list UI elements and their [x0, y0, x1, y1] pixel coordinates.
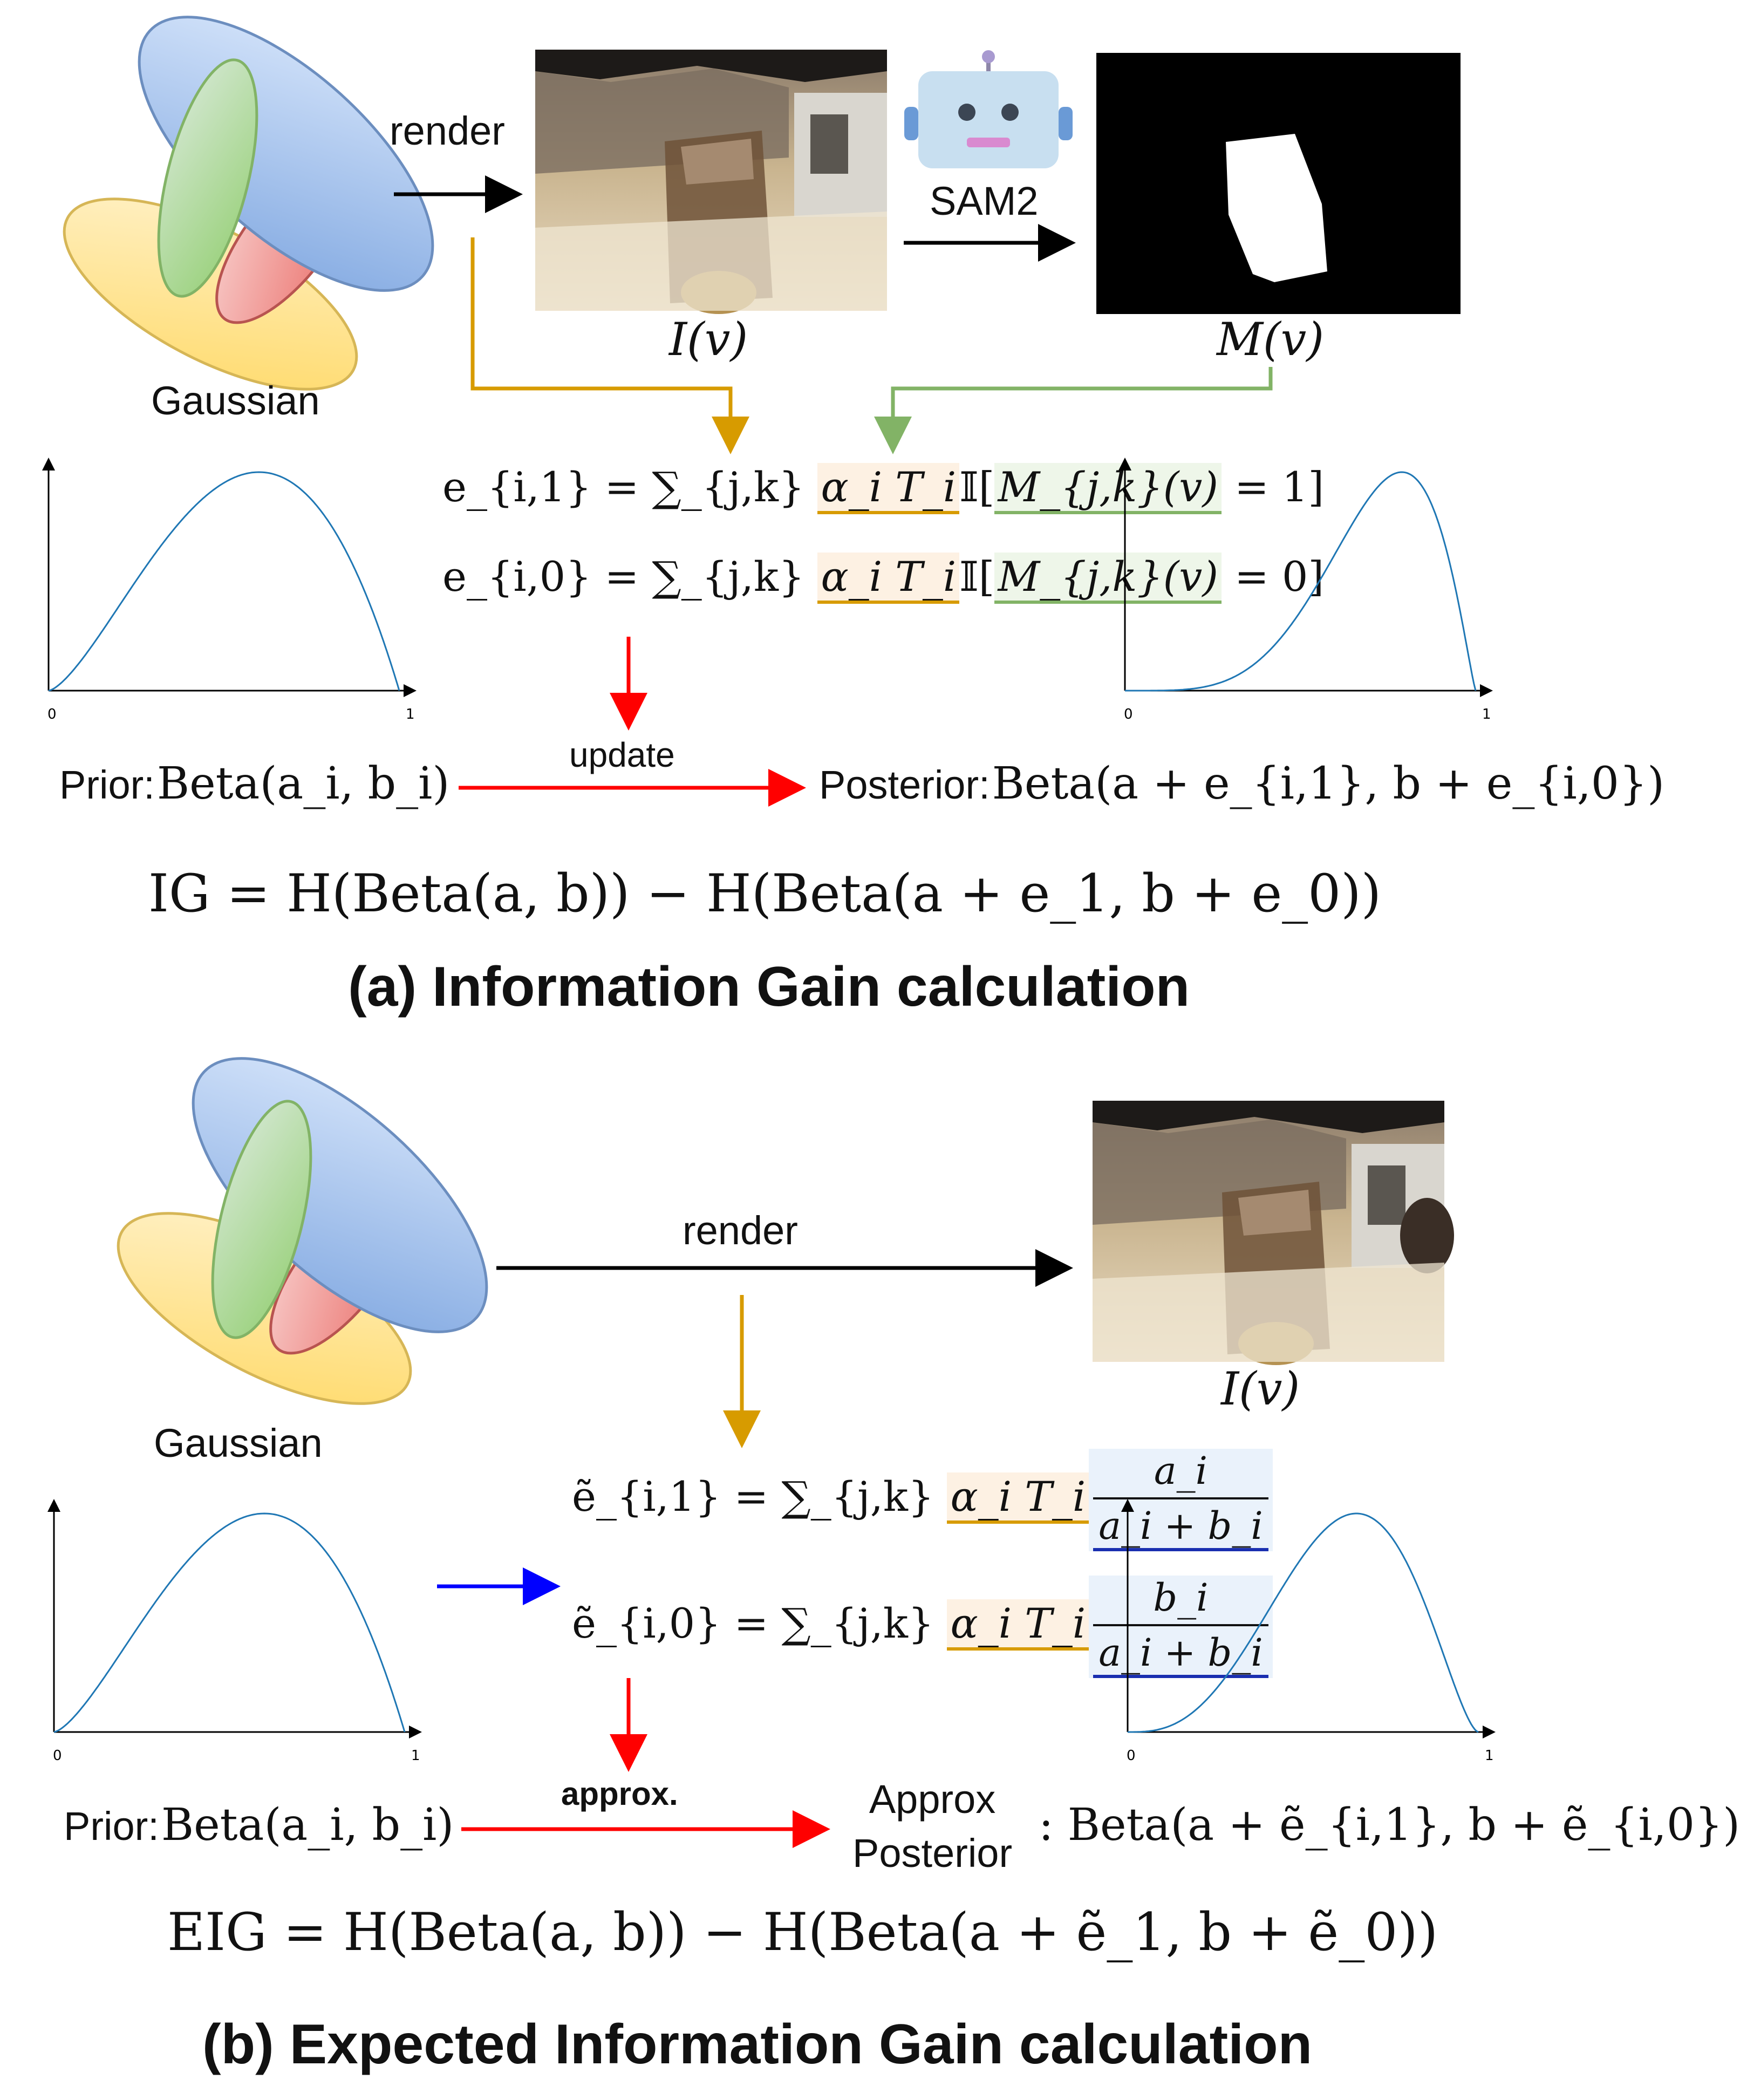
prior-label: Prior: [59, 762, 155, 807]
eq-rest: = 0] [1234, 553, 1324, 601]
sam-arrow [904, 224, 1076, 262]
eq-lhs: e_{i,1} = [442, 463, 639, 511]
eq-lhs: ẽ_{i,1} = [572, 1472, 769, 1521]
posterior-a: Posterior: Beta(a + e_{i,1}, b + e_{i,0}… [819, 758, 1664, 809]
tick-0: 0 [1127, 1748, 1136, 1764]
render-arrow-b [496, 1249, 1073, 1287]
eq-weight: α_i T_i [947, 1599, 1089, 1651]
prior-curve-a [48, 471, 400, 692]
tick-0: 0 [47, 706, 57, 722]
prior-expr: Beta(a_i, b_i) [161, 1799, 454, 1851]
image-label-b: I(v) [1221, 1362, 1300, 1415]
approx-posterior-expr: : Beta(a + ẽ_{i,1}, b + ẽ_{i,0}) [1039, 1799, 1740, 1851]
posterior-curve-b [1128, 1512, 1479, 1733]
caption-b: (b) Expected Information Gain calculatio… [202, 2013, 1313, 2076]
equation-e1-a: e_{i,1} = ∑_{j,k} α_i T_i𝕀[M_{j,k}(v) = … [442, 463, 1324, 514]
posterior-plot-b: 0 1 [1121, 1499, 1496, 1764]
gaussian-label-a: Gaussian [151, 378, 320, 423]
eq-denominator: a_i + b_i [1093, 1626, 1268, 1678]
eq-numerator: a_i [1093, 1449, 1268, 1499]
routing-arrows-a [470, 237, 1273, 454]
eq-lhs: ẽ_{i,0} = [572, 1599, 769, 1647]
tick-0: 0 [1124, 706, 1133, 722]
approx-posterior-label: Approx Posterior [852, 1772, 1012, 1880]
mask-label: M(v) [1217, 313, 1325, 366]
update-label: update [569, 735, 675, 774]
prior-b: Prior: Beta(a_i, b_i) [64, 1799, 454, 1851]
posterior-expr: Beta(a + e_{i,1}, b + e_{i,0}) [992, 758, 1665, 809]
prior-a: Prior: Beta(a_i, b_i) [59, 758, 449, 809]
blue-arrow [437, 1567, 561, 1605]
eq-lhs: e_{i,0} = [442, 553, 639, 601]
image-label-a: I(v) [669, 313, 748, 366]
eq-indicator: 𝕀[ [959, 553, 995, 601]
render-arrow-a [394, 175, 523, 213]
render-label-b: render [683, 1208, 798, 1253]
approx-posterior-line2: Posterior [852, 1831, 1013, 1876]
eq-numerator: b_i [1093, 1576, 1268, 1626]
eq-sum: ∑_{j,k} [781, 1599, 934, 1647]
mask-image [1096, 53, 1461, 314]
eq-weight: α_i T_i [947, 1472, 1089, 1524]
tick-1: 1 [411, 1748, 420, 1764]
prior-label: Prior: [64, 1804, 159, 1849]
eq-mask-term: M_{j,k}(v) [994, 553, 1222, 604]
ig-formula: IG = H(Beta(a, b)) − H(Beta(a + e_1, b +… [148, 863, 1382, 924]
gaussian-label-b: Gaussian [154, 1421, 323, 1465]
approx-arrow [461, 1810, 830, 1848]
red-down-arrow-a [610, 637, 647, 731]
prior-curve-b [53, 1512, 406, 1733]
tick-1: 1 [1482, 706, 1491, 722]
green-arrow-a [874, 367, 1273, 454]
prior-expr: Beta(a_i, b_i) [156, 758, 450, 809]
gaussian-illustration-b [117, 1057, 488, 1405]
posterior-plot-a: 0 1 [1118, 458, 1493, 722]
robot-icon [904, 50, 1073, 168]
render-label-a: render [390, 108, 505, 153]
sam-label: SAM2 [930, 179, 1039, 223]
red-down-arrow-b [610, 1678, 647, 1772]
gaussian-illustration-a [63, 16, 434, 391]
eq-mask-term: M_{j,k}(v) [994, 463, 1222, 514]
eq-weight: α_i T_i [817, 553, 960, 604]
eq-sum: ∑_{j,k} [781, 1472, 934, 1521]
rendered-image-b [1093, 1101, 1454, 1365]
update-arrow [459, 769, 806, 807]
orange-arrow-a [470, 237, 749, 454]
eig-formula: EIG = H(Beta(a, b)) − H(Beta(a + ẽ_1, b … [167, 1902, 1438, 1962]
eq-rest: = 1] [1234, 463, 1324, 511]
tick-0: 0 [53, 1748, 62, 1764]
green-gaussian [157, 58, 258, 298]
eq-sum: ∑_{j,k} [652, 463, 805, 511]
posterior-curve-a [1125, 471, 1477, 692]
approx-label: approx. [561, 1776, 678, 1812]
posterior-label: Posterior: [819, 762, 990, 807]
eq-sum: ∑_{j,k} [652, 553, 805, 601]
tick-1: 1 [406, 706, 415, 722]
approx-posterior-line1: Approx [869, 1777, 996, 1822]
green-gaussian [211, 1100, 312, 1339]
orange-arrow-b [723, 1295, 761, 1448]
equation-e0-a: e_{i,0} = ∑_{j,k} α_i T_i𝕀[M_{j,k}(v) = … [442, 553, 1324, 604]
caption-a: (a) Information Gain calculation [348, 956, 1190, 1018]
tick-1: 1 [1485, 1748, 1494, 1764]
eq-weight: α_i T_i [817, 463, 960, 514]
prior-plot-b: 0 1 [47, 1499, 422, 1764]
rendered-image-a [535, 50, 887, 314]
prior-plot-a: 0 1 [42, 458, 417, 722]
eq-indicator: 𝕀[ [959, 463, 995, 511]
